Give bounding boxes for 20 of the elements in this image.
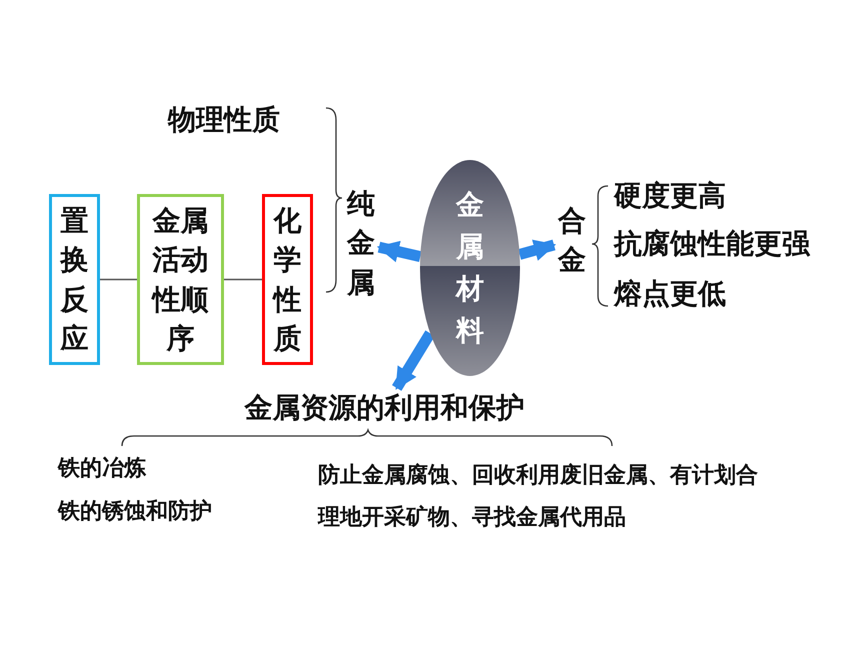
block-arrow	[518, 240, 556, 261]
label-text: 物理性质	[168, 102, 280, 138]
concept-text: 合金	[554, 198, 590, 282]
concept-box: 化学性质	[262, 194, 313, 365]
label-text: 抗腐蚀性能更强	[614, 226, 810, 262]
label-text: 铁的锈蚀和防护	[58, 498, 212, 526]
label-text: 防止金属腐蚀、回收利用废旧金属、有计划合理地开采矿物、寻找金属代用品	[318, 462, 759, 532]
label-text: 铁的冶炼	[58, 455, 146, 483]
concept-box: 金属活动性顺序	[137, 194, 224, 365]
concept-text: 金属资源的利用和保护	[212, 388, 557, 428]
block-arrow	[376, 240, 422, 262]
concept-box: 置换反应	[49, 194, 100, 365]
label-text: 硬度更高	[614, 178, 726, 214]
label-text: 熔点更低	[614, 276, 726, 312]
node-text: 金属材料	[456, 187, 484, 349]
block-arrow	[392, 330, 435, 391]
connector-line	[100, 278, 137, 280]
concept-text: 纯金属	[343, 183, 379, 303]
connector-line	[224, 278, 262, 280]
ellipse-node	[420, 160, 520, 376]
